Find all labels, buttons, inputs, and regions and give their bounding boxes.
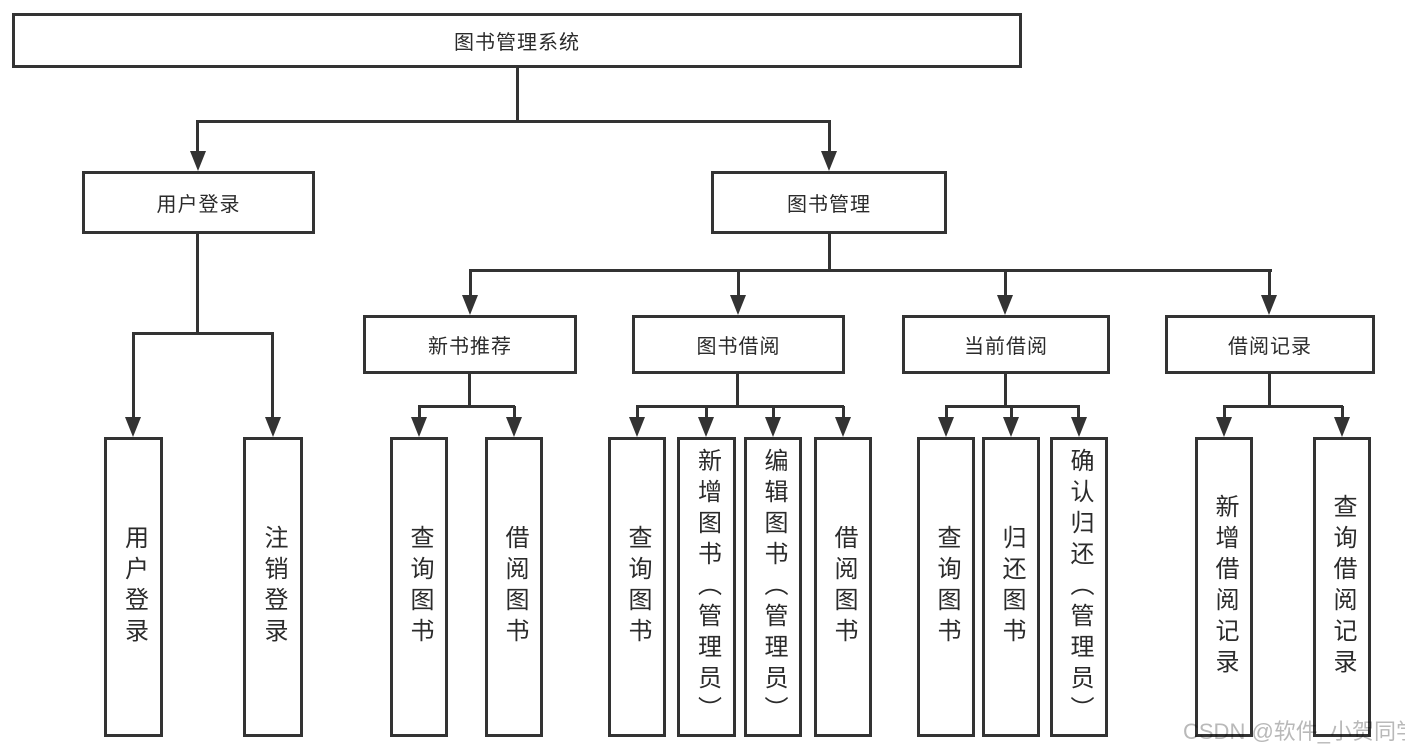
node-book-management-label: 图书管理	[787, 194, 871, 216]
leaf-borrow-books-1-label: 借阅图书	[501, 525, 528, 649]
node-root: 图书管理系统	[12, 13, 1022, 68]
leaf-add-books-admin-label: 新增图书（管理员）	[693, 447, 721, 727]
leaf-borrow-books-2-label: 借阅图书	[830, 525, 857, 649]
connector-line	[468, 374, 471, 408]
arrow-down-icon	[462, 295, 478, 315]
connector-line	[1077, 406, 1080, 418]
leaf-query-books-2-label: 查询图书	[624, 525, 651, 649]
connector-line	[737, 269, 740, 296]
node-user-login: 用户登录	[82, 171, 315, 234]
leaf-borrow-books-1: 借阅图书	[485, 437, 543, 737]
leaf-borrow-books-2: 借阅图书	[814, 437, 872, 737]
leaf-logout-label: 注销登录	[260, 525, 287, 649]
leaf-query-borrow-record-label: 查询借阅记录	[1329, 494, 1356, 680]
connector-line	[418, 405, 515, 408]
leaf-add-books-admin: 新增图书（管理员）	[677, 437, 736, 737]
node-current-borrowing: 当前借阅	[902, 315, 1110, 374]
leaf-return-books-label: 归还图书	[998, 525, 1025, 649]
connector-line	[1010, 406, 1013, 418]
leaf-query-books-3-label: 查询图书	[933, 525, 960, 649]
leaf-confirm-return-admin-label: 确认归还（管理员）	[1066, 447, 1093, 727]
connector-line	[196, 234, 199, 334]
arrow-down-icon	[411, 417, 427, 437]
arrow-down-icon	[1003, 417, 1019, 437]
connector-line	[418, 406, 421, 418]
leaf-query-books-1: 查询图书	[390, 437, 448, 737]
arrow-down-icon	[1216, 417, 1232, 437]
node-book-borrowing-label: 图书借阅	[696, 336, 781, 358]
csdn-watermark: CSDN @软件_小贺同学	[1183, 719, 1405, 744]
arrow-down-icon	[698, 417, 714, 437]
leaf-confirm-return-admin: 确认归还（管理员）	[1050, 437, 1108, 737]
connector-line	[1268, 374, 1271, 407]
arrow-down-icon	[1334, 417, 1350, 437]
leaf-add-borrow-record: 新增借阅记录	[1195, 437, 1253, 737]
connector-line	[196, 120, 831, 123]
arrow-down-icon	[835, 417, 851, 437]
leaf-query-books-3: 查询图书	[917, 437, 975, 737]
connector-line	[271, 333, 274, 418]
connector-line	[1223, 406, 1226, 418]
connector-line	[469, 269, 1272, 272]
leaf-edit-books-admin-label: 编辑图书（管理员）	[760, 447, 787, 727]
connector-line	[636, 406, 639, 418]
arrow-down-icon	[506, 417, 522, 437]
leaf-user-login: 用户登录	[104, 437, 163, 737]
node-borrowing-records: 借阅记录	[1165, 315, 1375, 374]
connector-line	[636, 405, 844, 408]
connector-line	[469, 269, 472, 296]
connector-line	[705, 406, 708, 418]
connector-line	[1341, 406, 1344, 418]
leaf-return-books: 归还图书	[982, 437, 1040, 737]
node-new-book-recommend: 新书推荐	[363, 315, 577, 374]
node-current-borrowing-label: 当前借阅	[964, 336, 1048, 358]
leaf-query-books-1-label: 查询图书	[406, 525, 433, 649]
arrow-down-icon	[765, 417, 781, 437]
connector-line	[828, 121, 831, 152]
connector-line	[196, 121, 199, 152]
connector-line	[132, 333, 135, 418]
leaf-query-borrow-record: 查询借阅记录	[1313, 437, 1371, 737]
leaf-query-books-2: 查询图书	[608, 437, 666, 737]
connector-line	[1004, 269, 1007, 296]
arrow-down-icon	[1261, 295, 1277, 315]
connector-line	[1004, 374, 1007, 407]
arrow-down-icon	[1071, 417, 1087, 437]
node-root-label: 图书管理系统	[454, 32, 580, 54]
leaf-edit-books-admin: 编辑图书（管理员）	[744, 437, 802, 737]
leaf-user-login-label: 用户登录	[120, 525, 148, 649]
node-book-borrowing: 图书借阅	[632, 315, 845, 374]
connector-line	[736, 374, 739, 407]
arrow-down-icon	[821, 151, 837, 171]
connector-line	[842, 406, 845, 418]
connector-line	[772, 406, 775, 418]
leaf-logout: 注销登录	[243, 437, 303, 737]
connector-line	[1223, 405, 1343, 408]
arrow-down-icon	[730, 295, 746, 315]
leaf-add-borrow-record-label: 新增借阅记录	[1211, 494, 1238, 680]
node-borrowing-records-label: 借阅记录	[1228, 336, 1312, 358]
node-book-management: 图书管理	[711, 171, 947, 234]
connector-line	[828, 234, 831, 271]
connector-line	[945, 406, 948, 418]
connector-line	[1268, 269, 1271, 296]
arrow-down-icon	[125, 417, 141, 437]
node-user-login-label: 用户登录	[156, 194, 241, 216]
connector-line	[132, 332, 274, 335]
arrow-down-icon	[265, 417, 281, 437]
arrow-down-icon	[190, 151, 206, 171]
arrow-down-icon	[997, 295, 1013, 315]
node-new-book-recommend-label: 新书推荐	[428, 336, 512, 358]
connector-line	[513, 406, 516, 418]
arrow-down-icon	[629, 417, 645, 437]
connector-line	[516, 68, 519, 122]
arrow-down-icon	[938, 417, 954, 437]
